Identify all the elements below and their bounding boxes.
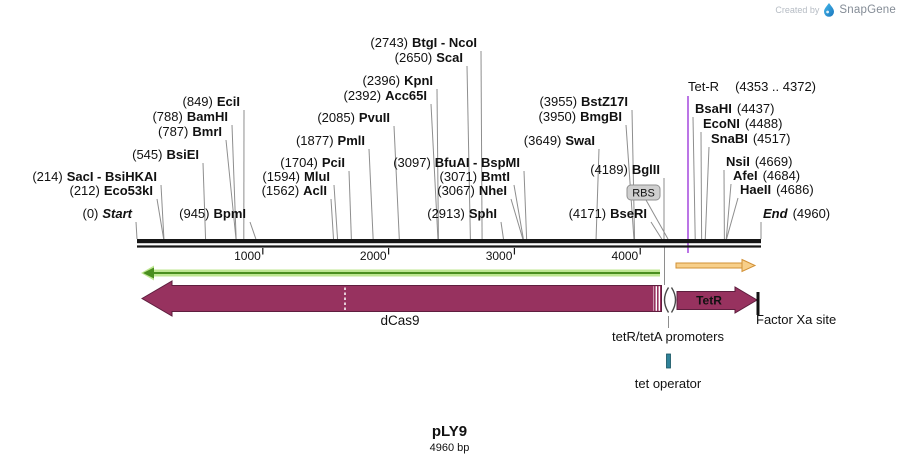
factor-xa-label[interactable]: Factor Xa site — [756, 312, 836, 327]
orange-feature-arrow-body[interactable] — [675, 262, 743, 269]
site-pointer-line-scai — [466, 65, 471, 240]
ruler-tick-label-3000: 3000 — [486, 249, 513, 263]
site-label-ecii[interactable]: (849)EciI — [183, 94, 240, 109]
site-pointer-line-pmli — [368, 148, 374, 240]
site-label-haeii[interactable]: HaeII(4686) — [740, 182, 814, 197]
site-pointer-line-sphi — [500, 221, 504, 240]
dcas9-truncation-hatch — [653, 286, 661, 311]
site-label-acc65i[interactable]: (2392)Acc65I — [344, 88, 428, 103]
ruler-tick-label-2000: 2000 — [360, 249, 387, 263]
orange-feature-arrowhead — [741, 258, 757, 273]
site-label-bsiei[interactable]: (545)BsiEI — [132, 147, 199, 162]
site-label-econi[interactable]: EcoNI(4488) — [703, 116, 782, 131]
site-pointer-line-kpni — [436, 88, 439, 240]
rbs-pointer-line — [645, 199, 669, 240]
green-primer-arrowhead-core — [143, 267, 154, 279]
site-label-btgi-ncoi[interactable]: (2743)BtgI - NcoI — [370, 35, 477, 50]
promoter-glyph-right[interactable] — [670, 287, 677, 313]
site-label-nsii[interactable]: NsiI(4669) — [726, 154, 792, 169]
site-pointer-line-btgi-ncoi — [480, 50, 483, 240]
site-label-kpni[interactable]: (2396)KpnI — [363, 73, 433, 88]
site-label-bfuai-bspmi[interactable]: (3097)BfuAI - BspMI — [393, 155, 520, 170]
snapgene-name-label: SnapGene — [839, 4, 896, 16]
site-pointer-line-start — [135, 221, 138, 240]
site-pointer-line-eco53ki — [156, 198, 165, 240]
site-label-afei[interactable]: AfeI(4684) — [733, 168, 800, 183]
site-label-bglii[interactable]: (4189)BglII — [590, 162, 660, 177]
ruler-tick-label-4000: 4000 — [612, 249, 639, 263]
plasmid-name: pLY9 — [431, 423, 468, 440]
tetr-arrow-label: TetR — [696, 294, 722, 308]
site-label-pmli[interactable]: (1877)PmlI — [296, 133, 365, 148]
tet-operator-bar[interactable] — [666, 353, 671, 369]
rbs-label: RBS — [632, 188, 655, 200]
site-pointer-line-bamhi — [231, 124, 237, 240]
promoter-glyph-left[interactable] — [663, 287, 670, 313]
plasmid-title-block: pLY9 4960 bp — [0, 423, 899, 454]
site-label-nhei[interactable]: (3067)NheI — [437, 183, 507, 198]
site-label-bsahi[interactable]: BsaHI(4437) — [695, 101, 774, 116]
snapgene-branding: Created by SnapGene — [775, 3, 896, 17]
promoters-label[interactable]: tetR/tetA promoters — [612, 329, 724, 344]
site-pointer-line-pcii — [348, 170, 352, 240]
site-pointer-line-bmri — [225, 139, 237, 240]
site-pointer-line-bsiei — [202, 162, 207, 240]
site-label-swai[interactable]: (3649)SwaI — [524, 133, 595, 148]
site-label-scai[interactable]: (2650)ScaI — [395, 50, 463, 65]
site-pointer-line-bpmi — [249, 221, 257, 240]
ruler-bar-top — [137, 239, 761, 244]
site-pointer-line-bsahi — [692, 116, 696, 240]
site-label-bseri[interactable]: (4171)BseRI — [569, 206, 647, 221]
dcas9-label[interactable]: dCas9 — [380, 313, 419, 328]
site-label-bamhi[interactable]: (788)BamHI — [152, 109, 228, 124]
created-by-label: Created by — [775, 5, 820, 15]
ruler-bar-bottom — [137, 245, 761, 248]
site-label-pcii[interactable]: (1704)PciI — [280, 155, 345, 170]
tet-r-primer-label[interactable]: Tet-R(4353 .. 4372) — [688, 79, 816, 94]
site-pointer-line-nhei — [510, 198, 524, 240]
site-pointer-line-haeii — [726, 197, 739, 240]
site-pointer-line-bmgbi — [625, 124, 635, 240]
site-label-end[interactable]: End(4960) — [763, 206, 830, 221]
site-pointer-line-acc65i — [430, 103, 439, 240]
ruler-tick-label-1000: 1000 — [234, 249, 261, 263]
site-pointer-line-afei — [725, 183, 732, 240]
tetr-arrow[interactable] — [676, 286, 758, 314]
factor-xa-site-bar[interactable] — [756, 292, 760, 315]
site-label-pvuii[interactable]: (2085)PvuII — [317, 110, 390, 125]
site-pointer-line-mlui — [333, 184, 339, 240]
site-pointer-line-bseri — [650, 221, 663, 240]
site-label-bpmi[interactable]: (945)BpmI — [179, 206, 246, 221]
plasmid-length: 4960 bp — [429, 442, 470, 454]
site-label-acli[interactable]: (1562)AclI — [262, 183, 327, 198]
tet-operator-label[interactable]: tet operator — [635, 376, 702, 391]
site-pointer-line-bfuai-bspmi — [523, 170, 528, 240]
site-pointer-line-pvuii — [393, 125, 400, 240]
rbs-badge[interactable] — [626, 184, 661, 201]
site-pointer-line-acli — [330, 198, 335, 240]
site-label-bmri[interactable]: (787)BmrI — [158, 124, 222, 139]
site-label-bmti[interactable]: (3071)BmtI — [440, 169, 510, 184]
site-pointer-line-bstz17i — [631, 109, 636, 240]
site-pointer-line-snabi — [704, 146, 710, 240]
site-pointer-line-swai — [595, 148, 600, 240]
snapgene-logo-icon — [824, 3, 835, 17]
site-label-bmgbi[interactable]: (3950)BmgBI — [539, 109, 622, 124]
site-pointer-line-bmti — [513, 184, 524, 240]
site-label-mlui[interactable]: (1594)MluI — [262, 169, 330, 184]
site-label-start[interactable]: (0)Start — [82, 206, 132, 221]
site-label-bstz17i[interactable]: (3955)BstZ17I — [539, 94, 628, 109]
site-pointer-line-econi — [700, 131, 703, 240]
site-label-saci-bsihkai[interactable]: (214)SacI - BsiHKAI — [32, 169, 157, 184]
site-label-snabi[interactable]: SnaBI(4517) — [711, 131, 790, 146]
site-label-eco53ki[interactable]: (212)Eco53kI — [69, 183, 153, 198]
dcas9-arrow[interactable] — [141, 280, 662, 317]
site-label-sphi[interactable]: (2913)SphI — [427, 206, 497, 221]
site-pointer-line-saci-bsihkai — [160, 184, 165, 240]
